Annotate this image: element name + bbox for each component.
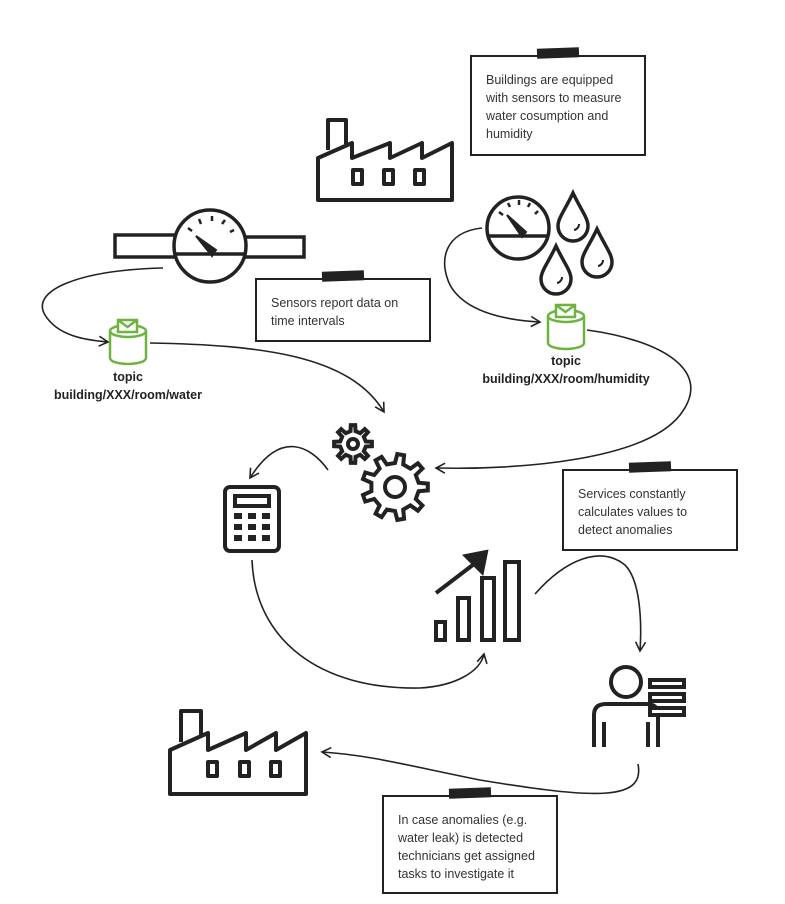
humidity-gauge-icon [485, 195, 551, 261]
tape [321, 270, 365, 282]
flow-arrows [41, 227, 692, 795]
topic-queue-icon-humidity [546, 303, 586, 351]
tape [628, 461, 672, 473]
bar-chart-icon [434, 549, 521, 642]
topic-path: building/XXX/room/humidity [482, 372, 650, 386]
arrow-gears-to-calculator [249, 445, 329, 480]
technician-icon [592, 665, 686, 747]
arrow-topic-to-gears-right [434, 329, 692, 474]
calculator-icon [223, 485, 281, 553]
tape [448, 787, 492, 799]
note-anomalies: In case anomalies (e.g. water leak) is d… [382, 787, 558, 894]
arrow-meter-to-topic [41, 267, 164, 347]
note-sensors-equipped: Buildings are equipped with sensors to m… [470, 47, 646, 156]
topic-word: topic [113, 370, 143, 384]
topic-queue-icon-water [108, 318, 148, 366]
topic-label-humidity: topic building/XXX/room/humidity [456, 352, 676, 388]
topic-path: building/XXX/room/water [54, 388, 202, 402]
arrow-calculator-to-chart [251, 559, 488, 689]
arrow-technician-to-factory [320, 746, 640, 795]
gears-icon [332, 423, 430, 523]
factory-icon-bottom [168, 709, 308, 796]
note-text: Sensors report data on time intervals [271, 296, 399, 328]
water-drop-icon [539, 188, 614, 296]
note-text: In case anomalies (e.g. water leak) is d… [398, 813, 535, 881]
arrow-gauge-to-topic [443, 227, 542, 328]
note-sensors-report: Sensors report data on time intervals [255, 270, 431, 342]
tape [536, 47, 580, 59]
topic-label-water: topic building/XXX/room/water [28, 368, 228, 404]
note-text: Buildings are equipped with sensors to m… [486, 73, 622, 141]
topic-word: topic [551, 354, 581, 368]
note-services-calc: Services constantly calculates values to… [562, 461, 738, 551]
factory-icon-top [316, 118, 454, 202]
note-text: Services constantly calculates values to… [578, 487, 688, 537]
arrow-chart-to-technician [534, 555, 647, 653]
water-meter-icon [113, 208, 306, 284]
arrow-topic-to-gears [149, 342, 385, 414]
